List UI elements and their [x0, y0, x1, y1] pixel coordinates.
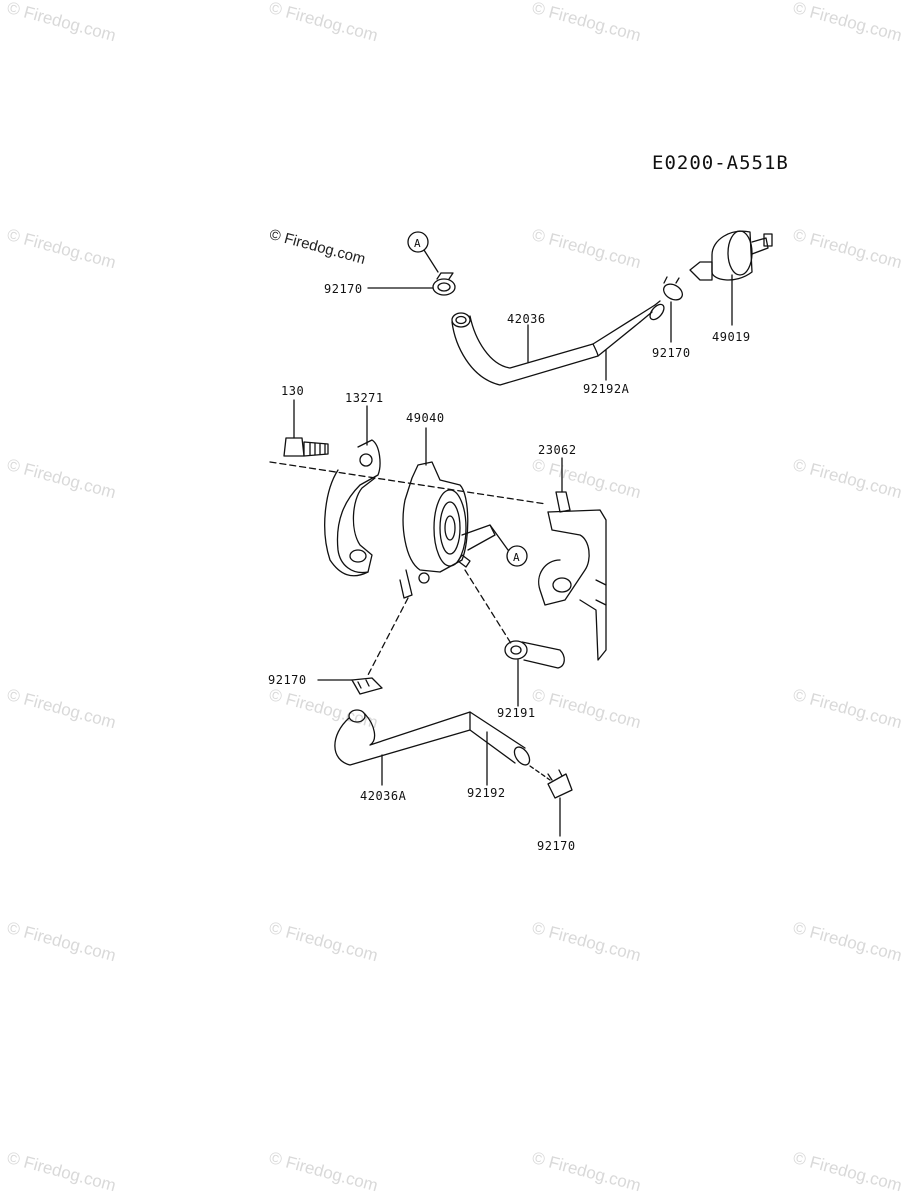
part-number: 92170	[652, 346, 691, 360]
part-number: 92170	[268, 673, 307, 687]
pump-bracket-icon	[538, 457, 607, 661]
hose-clamp-icon	[317, 677, 383, 695]
hose-clamp-icon	[663, 276, 683, 343]
svg-text:A: A	[414, 237, 421, 250]
part-number: 92170	[537, 839, 576, 853]
fuel-hose-icon	[451, 300, 665, 386]
part-number: 49040	[406, 411, 445, 425]
hose-clamp-icon	[367, 272, 456, 296]
diagram-code: E0200-A551B	[652, 152, 789, 174]
short-fuel-hose-icon	[504, 640, 565, 707]
fuel-hose-icon	[334, 709, 531, 786]
fuel-pump-icon	[399, 427, 496, 599]
part-number: 130	[281, 384, 305, 398]
ref-marker-a: A	[407, 231, 439, 273]
svg-text:A: A	[513, 551, 520, 564]
hose-clamp-icon	[529, 765, 573, 837]
part-number: 92192A	[583, 382, 630, 396]
bolt-icon	[269, 399, 547, 505]
ref-marker-a: A	[489, 524, 528, 567]
part-number: 13271	[345, 391, 384, 405]
part-number: 42036A	[360, 789, 407, 803]
mounting-bracket-icon	[324, 405, 381, 577]
fuel-filter-icon	[689, 230, 773, 326]
part-number: 92192	[467, 786, 506, 800]
part-number: 42036	[507, 312, 546, 326]
part-number: 49019	[712, 330, 751, 344]
part-number: 92170	[324, 282, 363, 296]
part-number: 23062	[538, 443, 577, 457]
part-number: 92191	[497, 706, 536, 720]
